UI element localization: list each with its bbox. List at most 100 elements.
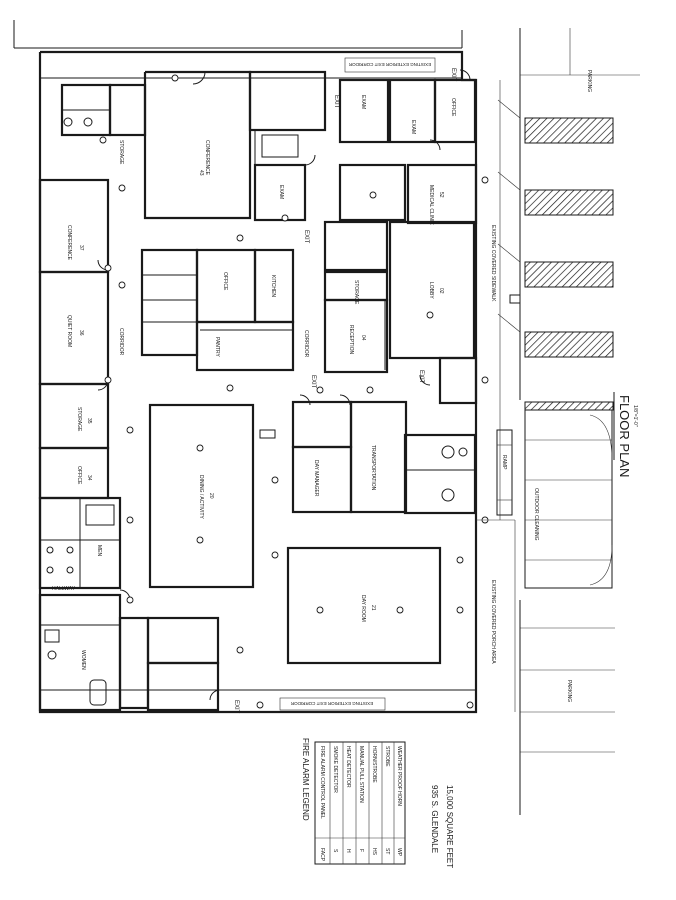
legend-desc: SMOKE DETECTOR xyxy=(332,746,338,793)
legend-desc: FIRE ALARM CONTROL PANEL xyxy=(319,746,325,819)
plan-scale: 1/8"=1'-0" xyxy=(632,405,638,427)
room-label-office-51: OFFICE xyxy=(450,98,456,117)
parking-bottom-label: PARKING xyxy=(566,680,572,702)
fire-alarm-devices xyxy=(99,74,489,709)
smoke-detector-icon xyxy=(126,426,134,434)
area-text: 15,000 SQUARE FEET xyxy=(445,785,454,868)
legend-symbol-heat: H xyxy=(345,849,351,853)
room-label-storage-05: STORAGE xyxy=(353,280,359,305)
smoke-detector-icon xyxy=(226,384,234,392)
outdoor-area-label: OUTDOOR CLEANING xyxy=(533,488,539,541)
exit-corridor-bottom: EXISTING EXTERIOR EXIT CORRIDOR xyxy=(279,697,386,711)
smoke-detector-icon xyxy=(426,311,434,319)
smoke-detector-icon xyxy=(126,516,134,524)
smoke-detector-icon xyxy=(456,556,464,564)
smoke-detector-icon xyxy=(281,214,289,222)
covered-porch: EXISTING COVERED PORCH AREA xyxy=(476,519,516,712)
exit-corridor-top: EXISTING EXTERIOR EXIT CORRIDOR xyxy=(344,57,436,73)
room-label-transport-16: TRANSPORTATION xyxy=(370,445,376,491)
smoke-detector-icon xyxy=(171,74,179,82)
room-label-office-33: OFFICE xyxy=(222,272,228,291)
address-block: 935 S. GLENDALE 15,000 SQUARE FEET xyxy=(430,785,454,868)
exit-corridor-top-label: EXISTING EXTERIOR EXIT CORRIDOR xyxy=(348,62,431,67)
legend-desc: STROBE xyxy=(384,746,390,767)
plan-title-block: FLOOR PLAN 1/8"=1'-0" xyxy=(613,392,638,477)
room-label-corridor-30: CORRIDOR xyxy=(118,328,124,356)
room-label-conference-43: CONFERENCE xyxy=(204,140,210,176)
parking-area-top: PARKING xyxy=(497,28,640,411)
smoke-detector-icon xyxy=(466,701,474,709)
exit-corridor-bottom-label: EXISTING EXTERIOR EXIT CORRIDOR xyxy=(290,701,373,706)
smoke-detector-icon xyxy=(481,376,489,384)
room-label-daymanager-14: DAY MANAGER xyxy=(313,460,319,497)
outdoor-area: OUTDOOR CLEANING xyxy=(524,409,613,589)
covered-sidewalk-label: EXISTING COVERED SIDEWALK xyxy=(490,225,496,302)
legend-desc: HORN/STROBE xyxy=(371,746,377,783)
smoke-detector-icon xyxy=(236,234,244,242)
smoke-detector-icon xyxy=(366,386,374,394)
room-label-exam-50: EXAM xyxy=(410,120,416,134)
room-label-lobby-02: LOBBY xyxy=(428,282,434,299)
ramp: RAMP xyxy=(496,429,513,516)
room-label-exam-48: EXAM xyxy=(278,185,284,199)
smoke-detector-icon xyxy=(316,606,324,614)
room-walls xyxy=(38,70,478,712)
exit-label: EXIT xyxy=(303,230,309,244)
room-label-kitchen-32: KITCHEN xyxy=(270,275,276,297)
smoke-detector-icon xyxy=(196,536,204,544)
room-number: 35 xyxy=(86,418,92,424)
parking-top-label: PARKING xyxy=(586,70,592,92)
smoke-detector-icon xyxy=(271,476,279,484)
room-label-conference-37: CONFERENCE xyxy=(66,225,72,261)
room-label-medical-52: MEDICAL CLINIC xyxy=(428,185,434,225)
legend-symbol-wp-horn: WP xyxy=(396,848,402,857)
room-number: 52 xyxy=(438,192,444,198)
smoke-detector-icon xyxy=(316,386,324,394)
legend-title: FIRE ALARM LEGEND xyxy=(301,738,310,821)
smoke-detector-icon xyxy=(481,176,489,184)
legend-desc: HEAT DETECTOR xyxy=(345,746,351,788)
smoke-detector-icon xyxy=(271,551,279,559)
room-label-storage-31: STORAGE xyxy=(118,140,124,165)
room-label-reception-04: RECEPTION xyxy=(348,325,354,355)
legend-symbol-horn-strobe: HS xyxy=(371,848,377,856)
room-number: 43 xyxy=(198,170,204,176)
covered-porch-label: EXISTING COVERED PORCH AREA xyxy=(490,580,496,664)
room-label-dayroom-21: DAY ROOM xyxy=(360,595,366,622)
room-label-women-26: WOMEN xyxy=(80,650,86,670)
exit-label: EXIT xyxy=(233,700,239,714)
smoke-detector-icon xyxy=(104,264,112,272)
plan-title: FLOOR PLAN xyxy=(617,395,632,477)
room-labels: CONFERENCE CONFERENCE QUIET ROOM STORAGE… xyxy=(52,95,456,670)
room-number: 02 xyxy=(438,288,444,294)
covered-sidewalk: EXISTING COVERED SIDEWALK xyxy=(475,80,521,520)
exit-markers: EXIT EXIT EXIT EXIT EXIT EXIT xyxy=(233,68,456,714)
smoke-detector-icon xyxy=(118,281,126,289)
ramp-label: RAMP xyxy=(501,455,507,470)
legend-descriptions: FIRE ALARM CONTROL PANEL SMOKE DETECTOR … xyxy=(319,746,402,819)
smoke-detector-icon xyxy=(196,444,204,452)
room-number: 21 xyxy=(370,605,376,611)
room-label-corridor-08: CORRIDOR xyxy=(303,330,309,358)
room-label-exam-49: EXAM xyxy=(360,95,366,109)
smoke-detector-icon xyxy=(236,646,244,654)
room-number: 34 xyxy=(86,475,92,481)
exit-label: EXIT xyxy=(418,370,424,384)
room-label-men-25: MEN xyxy=(96,545,102,557)
exit-label: EXIT xyxy=(333,95,339,109)
room-label-pantry-13: PANTRY xyxy=(214,337,220,357)
smoke-detector-icon xyxy=(396,606,404,614)
legend-symbols: FACP S H F HS ST WP xyxy=(319,848,402,862)
property-line xyxy=(13,20,463,49)
smoke-detector-icon xyxy=(99,136,107,144)
room-label-quiet-36: QUIET ROOM xyxy=(66,315,72,347)
room-number: 36 xyxy=(78,330,84,336)
room-number: 20 xyxy=(208,493,214,499)
legend-symbol-facp: FACP xyxy=(319,848,325,862)
smoke-detector-icon xyxy=(369,191,377,199)
smoke-detector-icon xyxy=(104,376,112,384)
smoke-detector-icon xyxy=(456,606,464,614)
day-room xyxy=(286,546,442,665)
room-label-storage-35: STORAGE xyxy=(76,407,82,432)
